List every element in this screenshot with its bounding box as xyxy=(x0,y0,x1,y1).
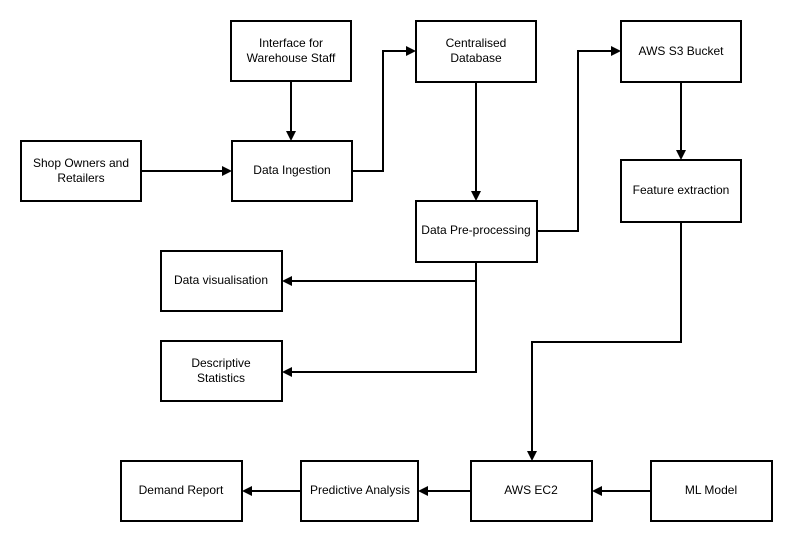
node-feature-extraction: Feature extraction xyxy=(620,159,742,223)
edge-preprocessing-to-statistics xyxy=(282,281,477,377)
node-centralised-database-line2: Database xyxy=(450,51,502,65)
node-warehouse-interface: Interface for Warehouse Staff xyxy=(230,20,352,82)
node-warehouse-interface-line2: Warehouse Staff xyxy=(247,51,336,65)
node-aws-ec2: AWS EC2 xyxy=(470,460,593,522)
node-shop-owners-line2: Retailers xyxy=(57,171,104,185)
node-predictive-analysis: Predictive Analysis xyxy=(300,460,419,522)
node-warehouse-interface-line1: Interface for xyxy=(259,36,323,50)
node-data-visualisation-label: Data visualisation xyxy=(174,273,268,287)
node-aws-ec2-label: AWS EC2 xyxy=(504,483,558,497)
node-aws-s3-bucket-label: AWS S3 Bucket xyxy=(639,44,725,58)
edge-ingestion-to-database xyxy=(352,46,416,172)
node-demand-report-label: Demand Report xyxy=(139,483,224,497)
node-data-preprocessing: Data Pre-processing xyxy=(415,200,538,263)
node-descriptive-statistics-line1: Descriptive xyxy=(191,356,251,370)
node-predictive-analysis-label: Predictive Analysis xyxy=(310,483,410,497)
node-centralised-database: Centralised Database xyxy=(415,20,537,83)
node-data-visualisation: Data visualisation xyxy=(160,250,283,312)
node-feature-extraction-label: Feature extraction xyxy=(633,183,730,197)
node-data-preprocessing-label: Data Pre-processing xyxy=(421,223,530,237)
node-descriptive-statistics-line2: Statistics xyxy=(197,371,245,385)
node-data-ingestion-label: Data Ingestion xyxy=(253,163,330,177)
edge-feature-extraction-to-ec2 xyxy=(527,222,682,461)
edge-preprocessing-to-visualisation xyxy=(282,262,477,286)
node-data-ingestion: Data Ingestion xyxy=(231,140,353,202)
node-demand-report: Demand Report xyxy=(120,460,243,522)
node-centralised-database-line1: Centralised xyxy=(446,36,507,50)
edge-preprocessing-to-s3 xyxy=(537,46,621,232)
node-shop-owners: Shop Owners and Retailers xyxy=(20,140,142,202)
node-ml-model: ML Model xyxy=(650,460,773,522)
node-ml-model-label: ML Model xyxy=(685,483,737,497)
edges xyxy=(141,46,686,496)
node-aws-s3-bucket: AWS S3 Bucket xyxy=(620,20,742,83)
node-descriptive-statistics: Descriptive Statistics xyxy=(160,340,283,402)
node-shop-owners-line1: Shop Owners and xyxy=(33,156,129,170)
